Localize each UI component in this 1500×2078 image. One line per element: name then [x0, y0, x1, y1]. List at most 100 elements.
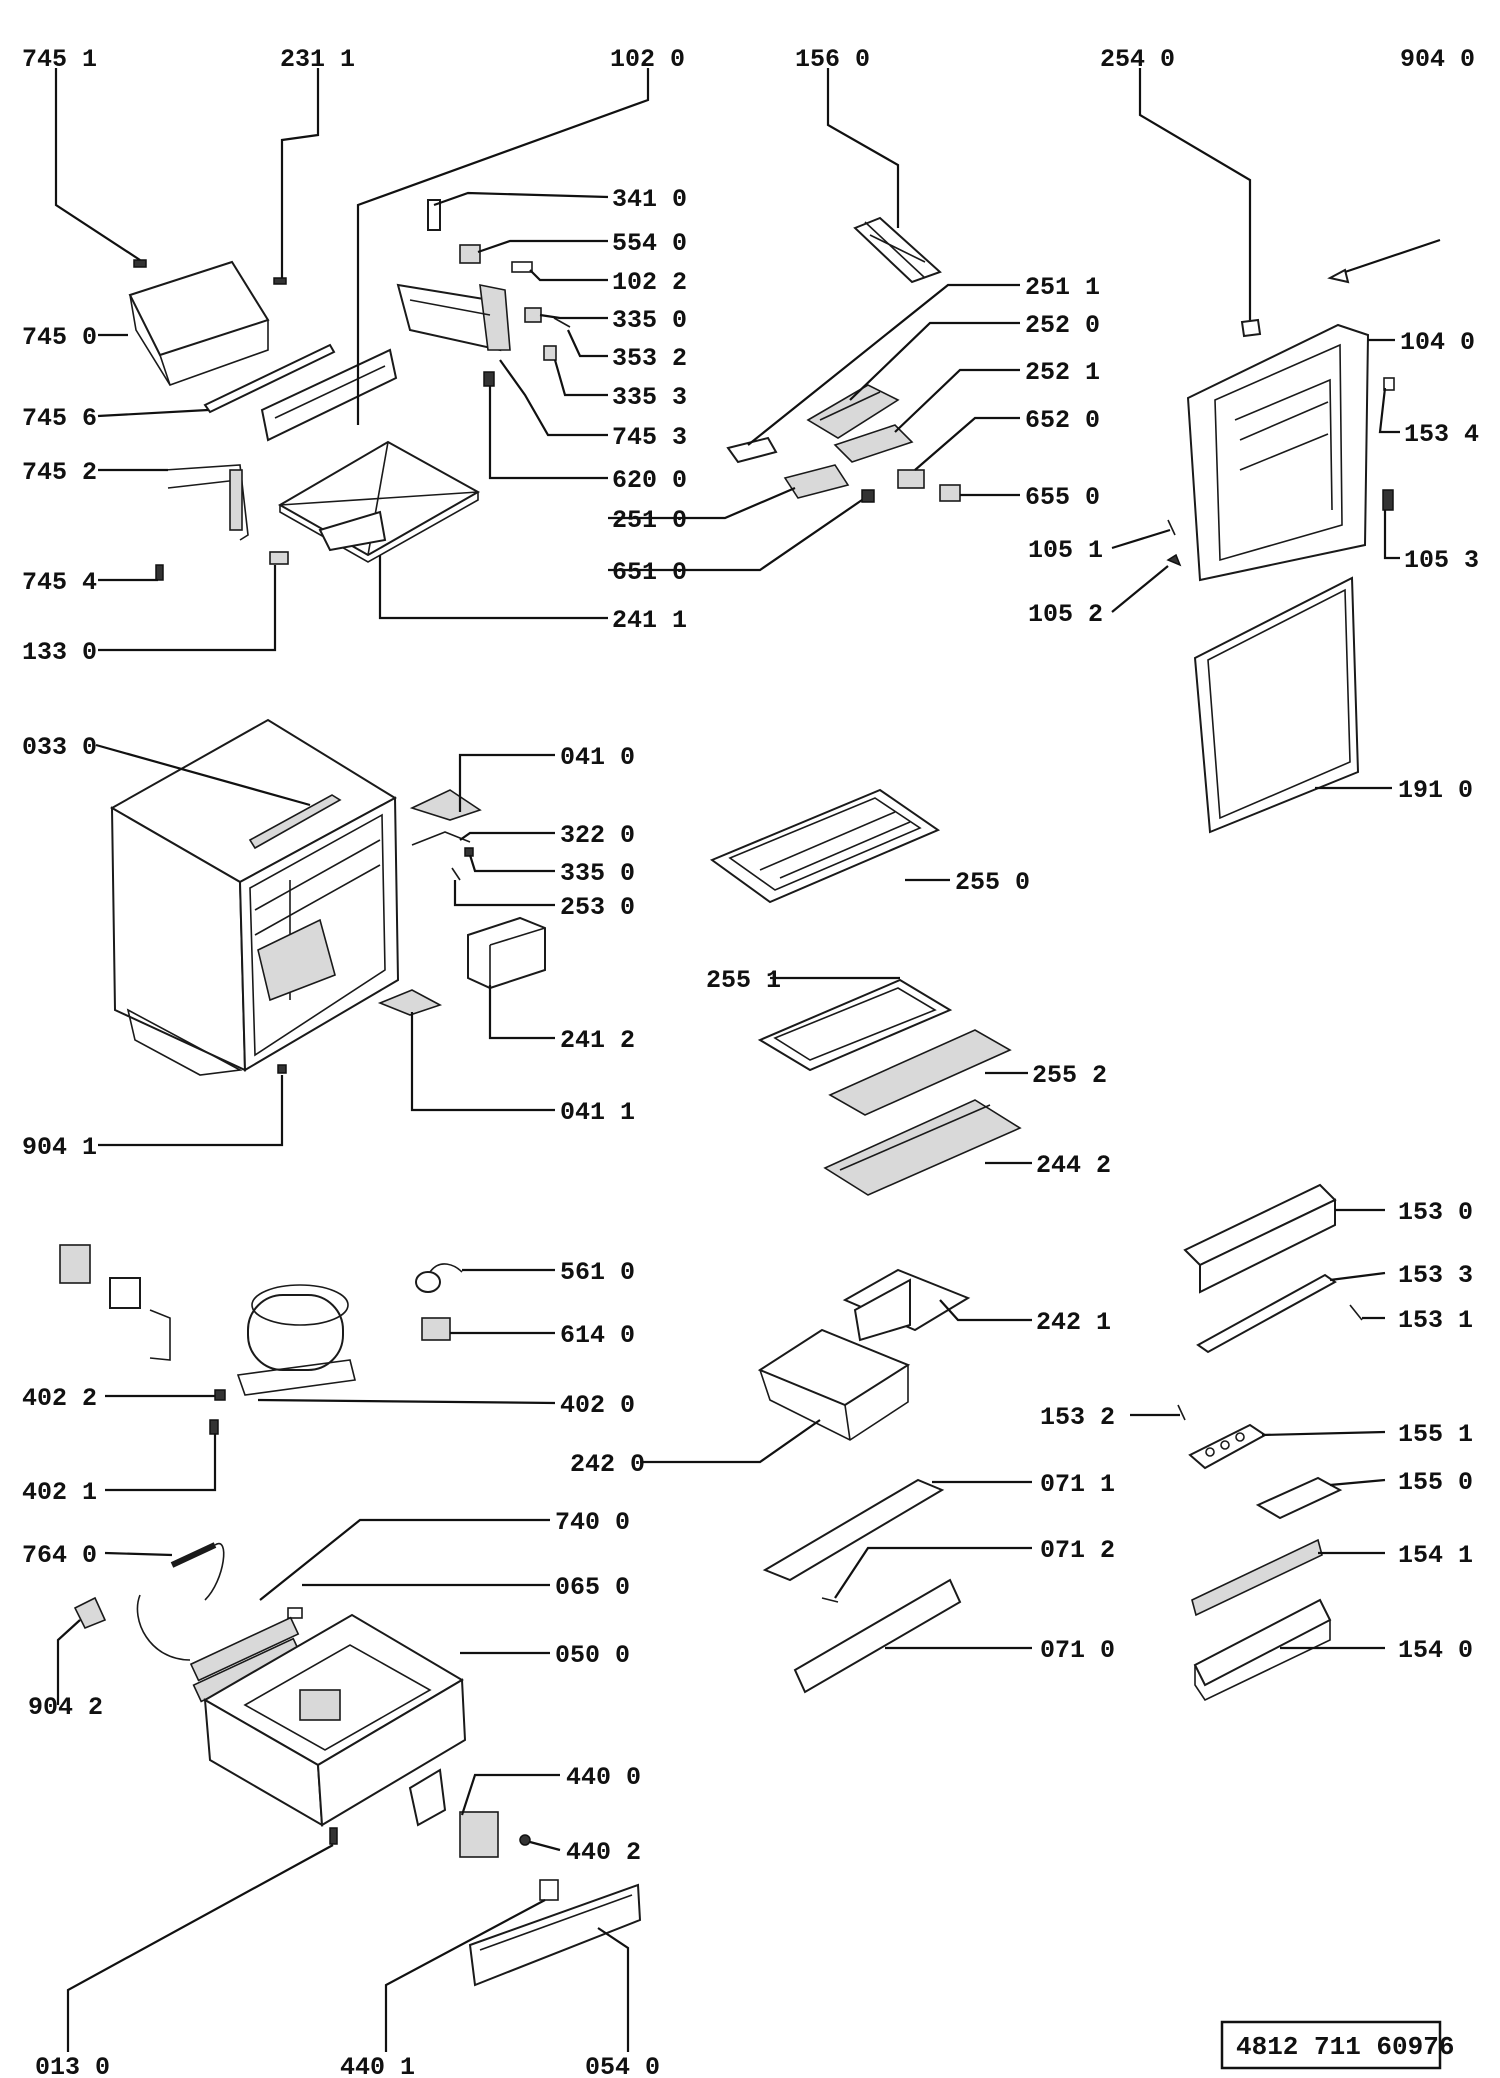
label-244-2: 244 2	[1036, 1151, 1111, 1180]
label-133-0: 133 0	[22, 638, 97, 667]
label-745-3: 745 3	[612, 423, 687, 452]
label-154-0: 154 0	[1398, 1636, 1473, 1665]
part-evaporator-252-0	[806, 384, 900, 439]
part-egg-tray-155-1	[1188, 1423, 1267, 1470]
label-155-0: 155 0	[1398, 1468, 1473, 1497]
label-335-0-cabinet: 335 0	[560, 859, 635, 888]
part-cap-904-0	[1327, 268, 1350, 284]
part-trim-071-0	[793, 1578, 962, 1694]
part-lamp-cover-102-2	[511, 261, 533, 273]
label-255-2: 255 2	[1032, 1061, 1107, 1090]
label-071-0: 071 0	[1040, 1636, 1115, 1665]
part-clip-745-1	[133, 259, 147, 268]
part-clip-065-0	[287, 1607, 303, 1619]
label-071-2: 071 2	[1040, 1536, 1115, 1565]
label-105-3: 105 3	[1404, 546, 1479, 575]
label-041-0: 041 0	[560, 743, 635, 772]
label-241-2: 241 2	[560, 1026, 635, 1055]
part-trim-071-2	[821, 1597, 839, 1603]
label-050-0: 050 0	[555, 1641, 630, 1670]
label-154-1: 154 1	[1398, 1541, 1473, 1570]
part-switch-655-0	[939, 484, 961, 502]
part-gasket-191-0	[1193, 576, 1360, 834]
label-251-1: 251 1	[1025, 273, 1100, 302]
part-hinge-254-0	[1240, 318, 1262, 338]
part-fan-440-0	[408, 1768, 499, 1858]
label-554-0: 554 0	[612, 229, 687, 258]
label-155-1: 155 1	[1398, 1420, 1473, 1449]
label-253-0: 253 0	[560, 893, 635, 922]
label-255-0: 255 0	[955, 868, 1030, 897]
part-hinge-041-0	[409, 789, 482, 821]
part-capacitor-561-0	[415, 1263, 463, 1293]
part-screw-620-0	[483, 371, 495, 387]
part-cabinet-033-0	[109, 718, 400, 1076]
label-764-0: 764 0	[22, 1541, 97, 1570]
label-614-0: 614 0	[560, 1321, 635, 1350]
part-shelf-244-2	[823, 1099, 1022, 1196]
label-156-0: 156 0	[795, 45, 870, 74]
label-745-1: 745 1	[22, 45, 97, 74]
document-code: 4812 711 60976	[1236, 2032, 1454, 2062]
label-105-1: 105 1	[1028, 536, 1103, 565]
label-904-1: 904 1	[22, 1133, 97, 1162]
part-door-shelf-154-0	[1193, 1598, 1332, 1702]
part-knob-341-0	[427, 199, 441, 231]
part-door-104-0	[1186, 323, 1370, 582]
part-clip-133-0	[269, 551, 289, 565]
label-231-1: 231 1	[280, 45, 355, 74]
part-shelf-255-2	[828, 1029, 1012, 1116]
label-335-0-top: 335 0	[612, 306, 687, 335]
label-153-1: 153 1	[1398, 1306, 1473, 1335]
label-105-2: 105 2	[1028, 600, 1103, 629]
part-screw-105-2	[1166, 553, 1182, 567]
label-153-4: 153 4	[1404, 420, 1479, 449]
label-071-1: 071 1	[1040, 1470, 1115, 1499]
part-screw-013-0	[329, 1827, 338, 1845]
part-clip-440-2	[519, 1834, 531, 1846]
part-pin-105-3	[1382, 489, 1394, 511]
label-255-1: 255 1	[706, 966, 781, 995]
part-knob-652-0	[897, 469, 925, 489]
label-254-0: 254 0	[1100, 45, 1175, 74]
document-reference-box: 4812 711 60976	[1220, 2020, 1454, 2070]
part-screw-153-2	[1177, 1404, 1186, 1421]
part-drier-764-0	[170, 1542, 225, 1601]
part-grille-251-0	[783, 464, 850, 499]
label-652-0: 652 0	[1025, 406, 1100, 435]
label-745-6: 745 6	[22, 404, 97, 433]
label-041-1: 041 1	[560, 1098, 635, 1127]
part-pin-153-1	[1349, 1304, 1363, 1321]
label-440-0: 440 0	[566, 1763, 641, 1792]
part-drip-tray-241-1	[277, 440, 481, 563]
part-bulb-335-0	[524, 307, 542, 323]
part-drawer-242-1	[842, 1268, 971, 1342]
part-thermostat-745-3	[396, 283, 511, 352]
part-bracket-745-2	[164, 464, 249, 541]
part-pin-253-0	[451, 867, 461, 881]
label-740-0: 740 0	[555, 1508, 630, 1537]
part-shelf-745-0	[128, 260, 336, 414]
label-102-0: 102 0	[610, 45, 685, 74]
label-561-0: 561 0	[560, 1258, 635, 1287]
label-102-2: 102 2	[612, 268, 687, 297]
part-rail-153-3	[1196, 1273, 1337, 1354]
part-rack-154-1	[1191, 1538, 1323, 1617]
part-spring-353-2	[553, 317, 571, 328]
label-153-0: 153 0	[1398, 1198, 1473, 1227]
part-labels: 745 1 231 1 102 0 156 0 254 0 904 0 341 …	[22, 45, 1479, 2078]
label-191-0: 191 0	[1398, 776, 1473, 805]
label-402-2: 402 2	[22, 1384, 97, 1413]
part-shelf-255-0	[709, 788, 941, 904]
label-013-0: 013 0	[35, 2053, 110, 2078]
label-353-2: 353 2	[612, 344, 687, 373]
part-lampholder-335-3	[543, 345, 557, 361]
part-screw-105-1	[1167, 519, 1176, 536]
label-104-0: 104 0	[1400, 328, 1475, 357]
part-compressor-402-0	[236, 1284, 356, 1396]
part-shelf-255-1	[757, 978, 953, 1072]
part-cover-251-1	[726, 436, 778, 464]
label-251-0: 251 0	[612, 506, 687, 535]
label-440-1: 440 1	[340, 2053, 415, 2078]
